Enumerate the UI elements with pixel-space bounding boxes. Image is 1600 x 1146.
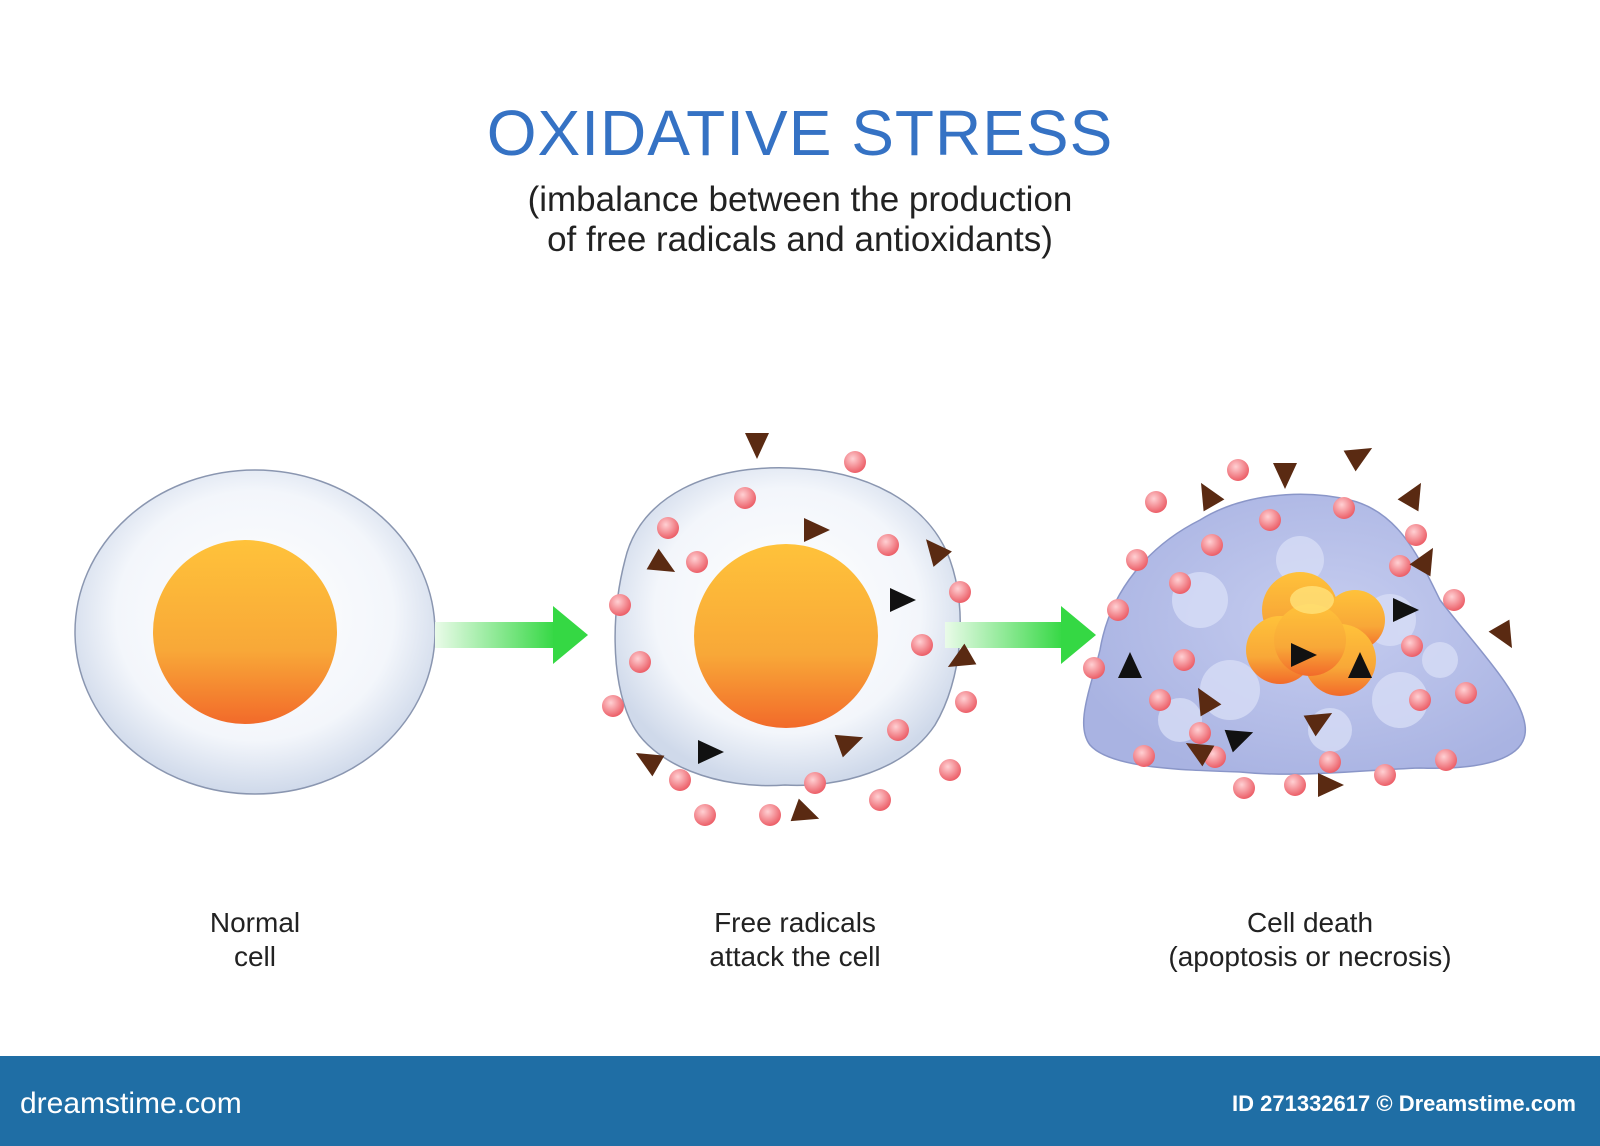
- radical-triangle: [790, 798, 820, 822]
- radical-triangle: [1343, 448, 1373, 472]
- label-normal-cell: Normal cell: [150, 906, 360, 974]
- radical-dot: [602, 695, 624, 717]
- cell-diagram: [74, 433, 1526, 826]
- radical-dot: [669, 769, 691, 791]
- radical-triangle: [1118, 652, 1142, 678]
- label-attacked-line-1: Free radicals: [714, 907, 876, 938]
- radical-triangle: [646, 548, 676, 572]
- radical-dot: [1107, 599, 1129, 621]
- radical-triangle: [804, 518, 830, 542]
- radical-triangle: [1318, 773, 1344, 797]
- radical-dot: [629, 651, 651, 673]
- radical-dot: [1145, 491, 1167, 513]
- radical-dot: [844, 451, 866, 473]
- label-normal-line-2: cell: [233, 941, 276, 972]
- radical-triangle: [1198, 687, 1222, 717]
- radical-dot: [1435, 749, 1457, 771]
- radical-dot: [911, 634, 933, 656]
- radical-dot: [759, 804, 781, 826]
- radical-dot: [1233, 777, 1255, 799]
- radical-dot: [1201, 534, 1223, 556]
- radical-dot: [1227, 459, 1249, 481]
- radical-dot: [694, 804, 716, 826]
- radical-triangle: [698, 740, 724, 764]
- label-normal-line-1: Normal: [209, 907, 301, 938]
- radical-triangle: [947, 643, 977, 667]
- radical-dot: [1083, 657, 1105, 679]
- radical-triangle: [1409, 547, 1433, 577]
- footer-bar: [0, 1056, 1600, 1146]
- radical-dot: [1189, 722, 1211, 744]
- radical-dot: [1173, 649, 1195, 671]
- radical-triangle: [1348, 652, 1372, 678]
- radical-dot: [1284, 774, 1306, 796]
- diagram-title: OXIDATIVE STRESS: [486, 97, 1114, 169]
- radical-triangle: [1185, 743, 1215, 767]
- radical-dot: [1126, 549, 1148, 571]
- radical-dot: [1409, 689, 1431, 711]
- label-attacked-cell: Free radicals attack the cell: [640, 906, 950, 974]
- radical-triangle: [635, 753, 665, 777]
- radical-dot: [686, 551, 708, 573]
- radical-triangle: [1397, 482, 1421, 512]
- radical-triangle: [1201, 482, 1225, 512]
- radical-triangle: [1303, 713, 1333, 737]
- radical-dot: [734, 487, 756, 509]
- watermark-id: ID 271332617 © Dreamstime.com: [1232, 1091, 1576, 1116]
- radical-dot: [1259, 509, 1281, 531]
- radical-triangle: [834, 734, 864, 758]
- radical-dot: [1443, 589, 1465, 611]
- radical-triangle: [1488, 619, 1512, 649]
- radical-dot: [1333, 497, 1355, 519]
- radical-dot: [1455, 682, 1477, 704]
- fragmented-nucleus: [1246, 572, 1385, 696]
- radical-dot: [887, 719, 909, 741]
- radical-dot: [657, 517, 679, 539]
- subtitle-line-2: of free radicals and antioxidants): [547, 220, 1053, 259]
- watermark-logo: dreamstime.com: [20, 1087, 242, 1120]
- radical-dot: [949, 581, 971, 603]
- normal-cell: [74, 469, 436, 795]
- radical-dot: [939, 759, 961, 781]
- radical-triangle: [1393, 598, 1419, 622]
- arrow-1: [435, 606, 588, 664]
- radical-dot: [1374, 764, 1396, 786]
- attacked-cell: [614, 467, 961, 787]
- radical-triangle: [926, 539, 952, 567]
- radical-dot: [1319, 751, 1341, 773]
- radical-dot: [877, 534, 899, 556]
- radical-dot: [1133, 745, 1155, 767]
- attacked-cell-nucleus: [694, 544, 878, 728]
- radical-dot: [1405, 524, 1427, 546]
- label-death-line-1: Cell death: [1246, 907, 1374, 938]
- radical-dot: [1401, 635, 1423, 657]
- radical-dot: [955, 691, 977, 713]
- label-death-line-2: (apoptosis or necrosis): [1168, 941, 1452, 972]
- radical-dot: [1389, 555, 1411, 577]
- subtitle-line-1: (imbalance between the production: [527, 180, 1073, 219]
- free-radicals: [602, 433, 1512, 826]
- normal-cell-nucleus: [153, 540, 337, 724]
- radical-triangle: [745, 433, 769, 459]
- radical-dot: [1149, 689, 1171, 711]
- radical-dot: [1169, 572, 1191, 594]
- radical-dot: [804, 772, 826, 794]
- radical-triangle: [1273, 463, 1297, 489]
- radical-triangle: [1224, 729, 1254, 753]
- radical-dot: [609, 594, 631, 616]
- dying-cell: [1082, 493, 1526, 775]
- label-attacked-line-2: attack the cell: [709, 941, 881, 972]
- diagram-subtitle: (imbalance between the production of fre…: [0, 180, 1600, 260]
- label-cell-death: Cell death (apoptosis or necrosis): [1120, 906, 1500, 974]
- radical-triangle: [1291, 643, 1317, 667]
- radical-triangle: [890, 588, 916, 612]
- radical-dot: [869, 789, 891, 811]
- arrow-2: [945, 606, 1096, 664]
